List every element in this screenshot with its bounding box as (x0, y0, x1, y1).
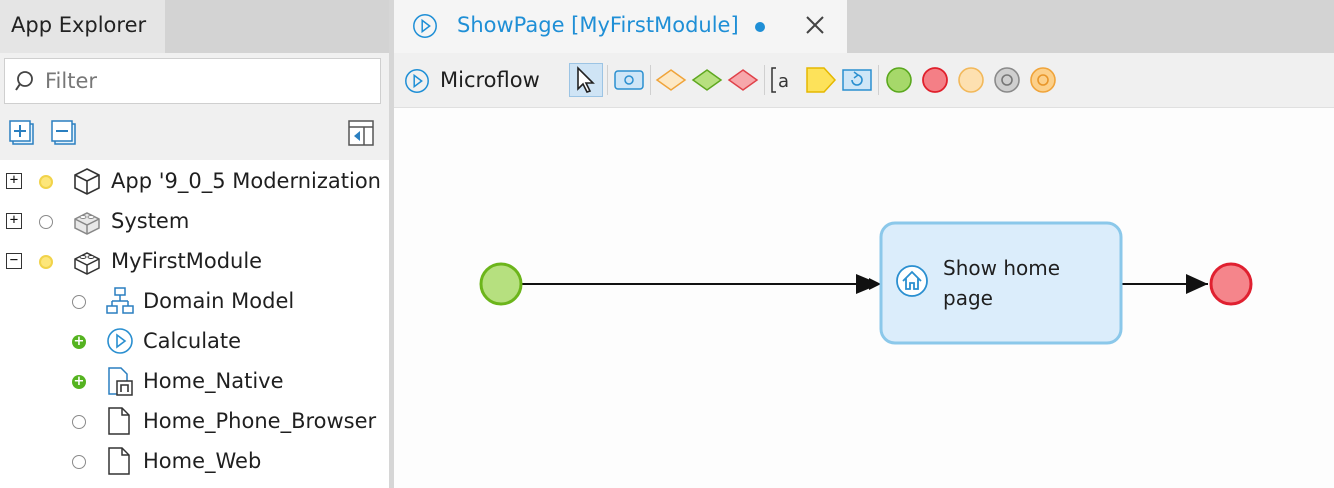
break-event-icon (1030, 67, 1056, 93)
toolbar-separator (650, 65, 651, 95)
filter-box[interactable] (4, 58, 381, 104)
tree-item-label: Home_Web (143, 449, 262, 473)
continue-event-tool[interactable] (990, 63, 1024, 97)
tree-item-myfirstmodule[interactable]: − MyFirstModule (0, 243, 389, 283)
tree-item-domain-model[interactable]: Domain Model (0, 283, 389, 323)
loop-icon (842, 69, 872, 91)
app-explorer-panel: App Explorer + (0, 0, 389, 488)
page-icon (108, 407, 130, 435)
tree-item-home-native[interactable]: + Home_Native (0, 363, 389, 403)
added-status-icon: + (72, 374, 86, 389)
tree-item-label: System (111, 209, 190, 233)
activity-caption-line2: page (943, 286, 993, 310)
svg-text:a: a (778, 71, 789, 92)
activity-icon (614, 70, 644, 90)
tree-item-label: App '9_0_5 Modernization (111, 169, 381, 193)
toolbar-separator (878, 65, 879, 95)
expand-toggle[interactable]: + (6, 173, 22, 189)
editor-type-label: Microflow (440, 68, 540, 92)
tree-item-label: Home_Phone_Browser (143, 409, 377, 433)
loop-tool[interactable] (840, 63, 874, 97)
home-icon (896, 265, 928, 297)
end-event-icon (922, 67, 948, 93)
expand-toggle[interactable]: + (6, 213, 22, 229)
link-with-editor-icon[interactable] (348, 120, 374, 146)
activity-caption: Show home page (943, 253, 1060, 313)
tree-item-home-phone-browser[interactable]: Home_Phone_Browser (0, 403, 389, 443)
document-tab[interactable]: ShowPage [MyFirstModule] (394, 0, 847, 53)
app-explorer-tab[interactable]: App Explorer (0, 0, 165, 53)
end-event[interactable] (1209, 262, 1253, 306)
pointer-icon (577, 66, 595, 93)
show-page-activity[interactable] (879, 221, 1123, 345)
status-dot (39, 215, 53, 229)
toolbar-separator (764, 65, 765, 95)
unsaved-indicator (755, 22, 765, 32)
microflow-icon (107, 328, 133, 354)
object-type-decision-tool[interactable] (726, 63, 760, 97)
error-event-icon (958, 67, 984, 93)
tree-item-app[interactable]: + App '9_0_5 Modernization (0, 163, 389, 203)
pointer-tool[interactable] (569, 63, 603, 97)
document-tabbar: ShowPage [MyFirstModule] (394, 0, 1334, 53)
status-dot (72, 415, 86, 429)
tree-item-home-web[interactable]: Home_Web (0, 443, 389, 483)
panel-splitter[interactable] (389, 0, 394, 488)
added-status-icon: + (72, 334, 86, 349)
native-page-icon (108, 367, 133, 396)
microflow-diagram (479, 221, 1253, 345)
decision-icon (691, 69, 723, 91)
collapse-all-icon[interactable] (51, 120, 77, 146)
object-type-decision-icon (727, 69, 759, 91)
annotation-icon: a (771, 67, 789, 93)
filter-input[interactable] (45, 66, 365, 96)
activity-caption-line1: Show home (943, 256, 1061, 280)
continue-event-icon (994, 67, 1020, 93)
sequence-flow-start-to-activity[interactable] (522, 274, 881, 294)
close-icon[interactable] (802, 12, 828, 38)
toolbar-separator (607, 65, 608, 95)
app-explorer-tabbar: App Explorer (0, 0, 389, 53)
microflow-icon (413, 14, 437, 38)
search-icon (15, 71, 33, 91)
module-icon (74, 212, 100, 235)
tree-item-label: Calculate (143, 329, 242, 353)
expand-all-icon[interactable] (9, 120, 35, 146)
document-tab-title: ShowPage [MyFirstModule] (457, 13, 739, 37)
activity-tool[interactable] (612, 63, 646, 97)
page-icon (108, 447, 130, 475)
collapse-toggle[interactable]: − (6, 253, 22, 269)
app-explorer-toolbar (0, 53, 389, 160)
decision-tool[interactable] (690, 63, 724, 97)
parameter-icon (806, 67, 837, 93)
tree-item-calculate[interactable]: + Calculate (0, 323, 389, 363)
error-event-tool[interactable] (954, 63, 988, 97)
microflow-editor: ShowPage [MyFirstModule] Microflow (394, 0, 1334, 488)
status-dot (39, 175, 53, 189)
merge-icon (655, 69, 687, 91)
tree-item-label: Domain Model (143, 289, 295, 313)
merge-tool[interactable] (654, 63, 688, 97)
end-event-tool[interactable] (918, 63, 952, 97)
status-dot (72, 295, 86, 309)
annotation-tool[interactable]: a (768, 63, 802, 97)
tree-item-label: MyFirstModule (111, 249, 263, 273)
microflow-icon (405, 69, 429, 93)
domain-model-icon (106, 287, 134, 314)
sequence-flow-activity-to-end[interactable] (1122, 274, 1208, 294)
tree-item-label: Home_Native (143, 369, 284, 393)
start-event-icon (886, 67, 912, 93)
module-icon (74, 252, 100, 275)
app-cube-icon (74, 168, 100, 195)
start-event[interactable] (479, 262, 523, 306)
parameter-tool[interactable] (804, 63, 838, 97)
break-event-tool[interactable] (1026, 63, 1060, 97)
microflow-canvas[interactable]: Show home page (394, 108, 1334, 488)
tree-item-system[interactable]: + System (0, 203, 389, 243)
status-dot (72, 455, 86, 469)
status-dot (39, 255, 53, 269)
microflow-toolbar: Microflow (394, 53, 1334, 108)
start-event-tool[interactable] (882, 63, 916, 97)
